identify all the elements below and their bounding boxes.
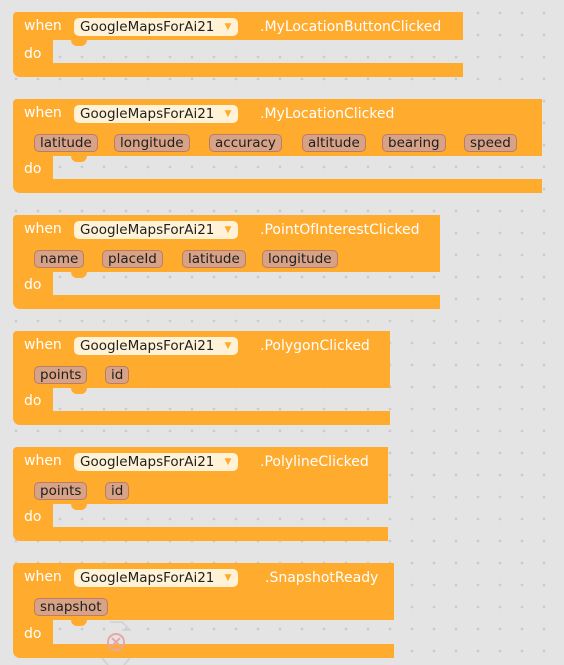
component-name: GoogleMapsForAi21 <box>80 222 215 238</box>
dropdown-arrow-icon: ▼ <box>224 573 232 583</box>
dropdown-arrow-icon: ▼ <box>224 457 232 467</box>
component-name: GoogleMapsForAi21 <box>80 570 215 586</box>
dropdown-arrow-icon: ▼ <box>224 109 232 119</box>
param-longitude[interactable]: longitude <box>114 134 190 152</box>
param-name[interactable]: name <box>34 250 85 268</box>
do-keyword: do <box>24 277 42 293</box>
param-longitude[interactable]: longitude <box>262 250 338 268</box>
event-name: .PolylineClicked <box>260 454 369 470</box>
dropdown-arrow-icon: ▼ <box>224 225 232 235</box>
event-name: .PolygonClicked <box>260 338 370 354</box>
param-speed[interactable]: speed <box>464 134 517 152</box>
when-keyword: when <box>24 569 62 585</box>
event-block-polyline-clicked[interactable]: when GoogleMapsForAi21 ▼ .PolylineClicke… <box>13 447 388 541</box>
param-snapshot[interactable]: snapshot <box>34 598 108 616</box>
when-keyword: when <box>24 221 62 237</box>
event-block-point-of-interest-clicked[interactable]: when GoogleMapsForAi21 ▼ .PointOfInteres… <box>13 215 440 309</box>
event-block-my-location-clicked[interactable]: when GoogleMapsForAi21 ▼ .MyLocationClic… <box>13 99 542 193</box>
do-keyword: do <box>24 509 42 525</box>
param-latitude[interactable]: latitude <box>182 250 246 268</box>
component-dropdown[interactable]: GoogleMapsForAi21 ▼ <box>74 221 239 239</box>
component-name: GoogleMapsForAi21 <box>80 338 215 354</box>
component-dropdown[interactable]: GoogleMapsForAi21 ▼ <box>74 569 239 587</box>
param-bearing[interactable]: bearing <box>382 134 446 152</box>
component-dropdown[interactable]: GoogleMapsForAi21 ▼ <box>74 105 239 123</box>
component-name: GoogleMapsForAi21 <box>80 454 215 470</box>
param-altitude[interactable]: altitude <box>302 134 366 152</box>
do-keyword: do <box>24 626 42 642</box>
delete-icon <box>107 633 125 651</box>
event-name: .MyLocationClicked <box>260 106 395 122</box>
dropdown-arrow-icon: ▼ <box>224 22 232 32</box>
when-keyword: when <box>24 105 62 121</box>
component-dropdown[interactable]: GoogleMapsForAi21 ▼ <box>74 453 239 471</box>
do-keyword: do <box>24 161 42 177</box>
component-name: GoogleMapsForAi21 <box>80 19 215 35</box>
component-dropdown[interactable]: GoogleMapsForAi21 ▼ <box>74 337 239 355</box>
event-name: .PointOfInterestClicked <box>260 222 420 238</box>
when-keyword: when <box>24 337 62 353</box>
event-name: .MyLocationButtonClicked <box>260 19 442 35</box>
dropdown-arrow-icon: ▼ <box>224 341 232 351</box>
component-dropdown[interactable]: GoogleMapsForAi21 ▼ <box>74 18 239 36</box>
event-block-my-location-button-clicked[interactable]: when GoogleMapsForAi21 ▼ .MyLocationButt… <box>13 12 463 77</box>
event-name: .SnapshotReady <box>265 570 379 586</box>
when-keyword: when <box>24 453 62 469</box>
param-points[interactable]: points <box>34 482 88 500</box>
event-block-snapshot-ready[interactable]: when GoogleMapsForAi21 ▼ .SnapshotReady … <box>13 563 394 658</box>
param-place-id[interactable]: placeId <box>102 250 163 268</box>
drag-ghost-indicator <box>101 621 132 665</box>
when-keyword: when <box>24 18 62 34</box>
do-keyword: do <box>24 393 42 409</box>
param-latitude[interactable]: latitude <box>34 134 98 152</box>
event-block-polygon-clicked[interactable]: when GoogleMapsForAi21 ▼ .PolygonClicked… <box>13 331 390 425</box>
param-points[interactable]: points <box>34 366 88 384</box>
param-accuracy[interactable]: accuracy <box>209 134 282 152</box>
param-id[interactable]: id <box>105 366 130 384</box>
do-keyword: do <box>24 46 42 62</box>
component-name: GoogleMapsForAi21 <box>80 106 215 122</box>
param-id[interactable]: id <box>105 482 130 500</box>
